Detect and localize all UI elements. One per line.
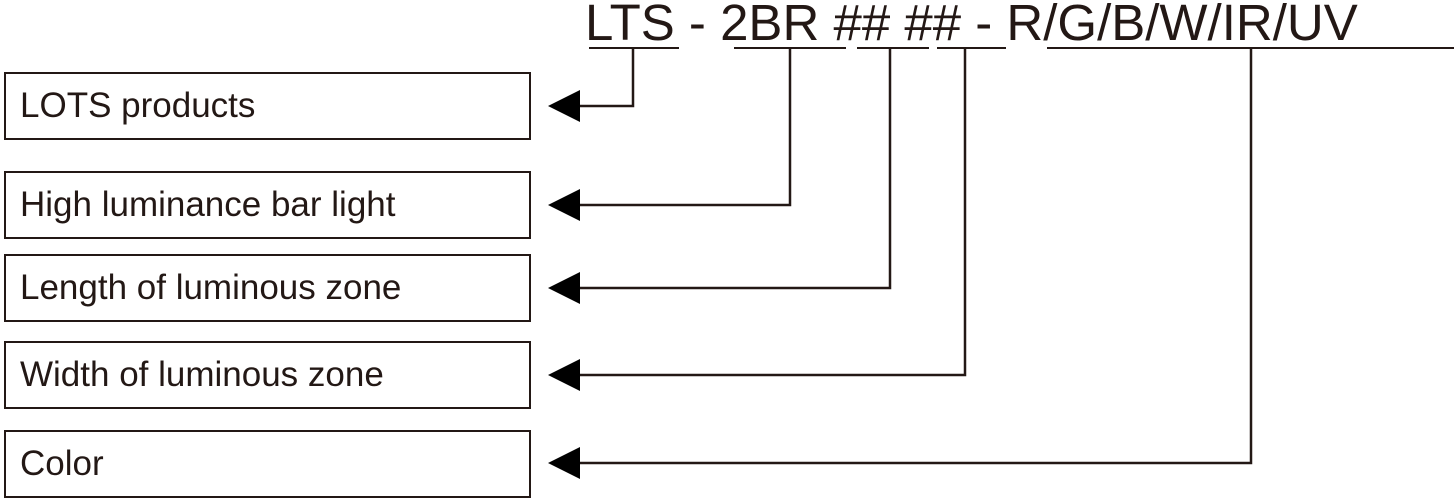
connector-width-of-luminous-zone [548, 48, 967, 391]
underline-color [1047, 47, 1454, 49]
connector-length-of-luminous-zone [548, 48, 892, 304]
underline-width [937, 47, 1006, 49]
arrowhead-icon [548, 272, 580, 304]
label-text-length-of-luminous-zone: Length of luminous zone [20, 268, 402, 307]
connector-high-luminance-bar-light [548, 48, 792, 221]
label-text-lots-products: LOTS products [20, 86, 256, 125]
arrowhead-icon [548, 447, 580, 479]
arrowhead-icon [548, 189, 580, 221]
arrowhead-icon [548, 359, 580, 391]
label-box-width-of-luminous-zone: Width of luminous zone [4, 341, 531, 409]
label-text-high-luminance-bar-light: High luminance bar light [20, 185, 396, 224]
label-box-color: Color [4, 430, 531, 498]
label-text-width-of-luminous-zone: Width of luminous zone [20, 355, 384, 394]
arrowhead-icon [548, 90, 580, 122]
code-line: LTS - 2BR ## ## - R/G/B/W/IR/UV [0, 0, 1454, 52]
product-code-text: LTS - 2BR ## ## - R/G/B/W/IR/UV [585, 0, 1358, 51]
connector-color [548, 48, 1253, 479]
label-box-length-of-luminous-zone: Length of luminous zone [4, 254, 531, 322]
label-text-color: Color [20, 444, 104, 483]
underline-2br [734, 47, 846, 49]
underline-length [857, 47, 929, 49]
label-box-high-luminance-bar-light: High luminance bar light [4, 171, 531, 239]
label-box-lots-products: LOTS products [4, 72, 531, 140]
underline-lts [589, 47, 679, 49]
connector-lots-products [548, 48, 635, 122]
